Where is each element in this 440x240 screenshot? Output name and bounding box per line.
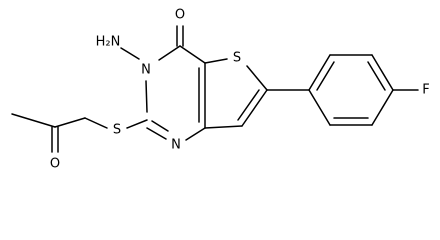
bond-c4a-c4 xyxy=(179,45,206,64)
bond-lines xyxy=(11,25,419,153)
atom-label-ring-nitrogen-1: N xyxy=(171,138,181,153)
bond-ch2-co xyxy=(54,117,86,128)
atom-label-fluorine: F xyxy=(422,83,429,98)
bond-co-ch3 xyxy=(11,113,56,128)
bond-s-c6 xyxy=(246,65,268,91)
bond-ph-3b xyxy=(367,61,386,91)
atom-label-carbonyl-oxygen: O xyxy=(175,8,185,23)
chemical-structure: O H₂N N N S S O F xyxy=(11,8,430,172)
bond-n3-nh2 xyxy=(120,47,140,60)
atom-label-thioether-sulfur: S xyxy=(113,123,121,138)
atom-labels: O H₂N N N S S O F xyxy=(50,8,430,172)
bond-c2-n1-2 xyxy=(151,120,169,132)
bond-c2-n1-1 xyxy=(146,127,167,140)
bond-c7-c7a xyxy=(204,125,243,129)
bond-ph-1b xyxy=(316,61,335,91)
bond-c6-c7-1 xyxy=(241,89,268,127)
bond-n3-c2 xyxy=(145,80,148,113)
atom-label-amino: H₂N xyxy=(96,35,121,50)
atom-label-ketone-oxygen: O xyxy=(50,157,60,172)
bond-s-ch2 xyxy=(84,117,108,129)
bond-c2-s xyxy=(126,119,148,129)
atom-label-thiophene-sulfur: S xyxy=(233,51,241,66)
bond-n1-c7a xyxy=(185,127,206,141)
bond-ph-6 xyxy=(308,89,331,126)
bond-ph-4 xyxy=(371,89,394,126)
bond-c4a-s xyxy=(204,58,228,64)
bond-ph-1 xyxy=(308,54,331,91)
bond-ph-3 xyxy=(371,54,394,91)
atom-label-ring-nitrogen-3: N xyxy=(141,63,151,78)
bond-c4-n3 xyxy=(158,45,181,61)
bond-c6-c7-2 xyxy=(237,89,260,121)
